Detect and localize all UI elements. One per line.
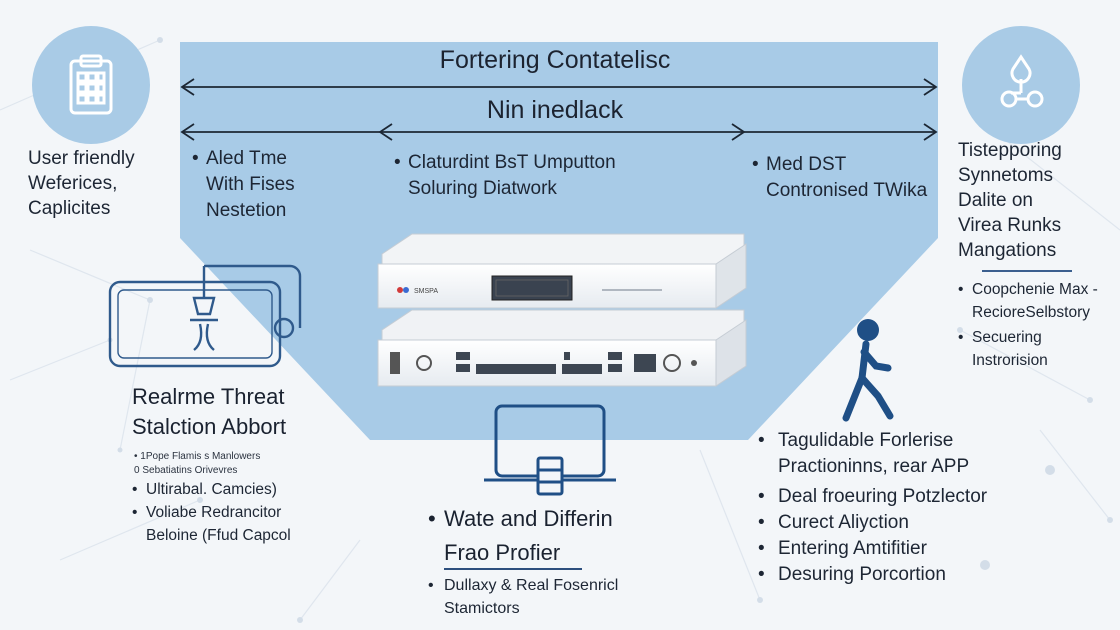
right-bottom-line: Curect Aliyction <box>778 512 909 533</box>
column-right: •Med DST Contronised TWika <box>752 152 937 204</box>
right-bottom-line: Practioninns, rear APP <box>778 456 970 477</box>
column-left-line: Aled Tme <box>206 148 287 169</box>
monitor-hand-icon <box>108 264 302 368</box>
right-small-line: Instrorision <box>972 352 1048 369</box>
center-bottom-heading-line: Wate and Differin <box>444 506 613 531</box>
right-top-line: Synnetoms <box>958 165 1054 186</box>
right-small-line: Coopchenie Max - <box>972 281 1098 298</box>
left-bottom-tiny: • 1Pope Flamis s Manlowers 0 Sebatiatins… <box>134 450 334 478</box>
column-left-line: With Fises <box>206 174 295 195</box>
center-bottom-heading-line: Frao Profier <box>444 540 561 565</box>
tiny-bullet: • <box>134 451 141 462</box>
walking-person-icon <box>842 319 894 422</box>
clipboard-icon <box>32 26 150 144</box>
column-left-line: Nestetion <box>206 200 287 221</box>
left-bottom-heading: Realrme Threat Stalction Abbort <box>132 382 342 442</box>
right-top-line: Virea Runks <box>958 215 1062 236</box>
right-top-line: Mangations <box>958 240 1057 261</box>
diagram-subtitle: Nin inedlack <box>486 96 624 124</box>
right-bottom-line: Desuring Porcortion <box>778 564 946 585</box>
center-bottom-line: Dullaxy & Real Fosenricl <box>444 577 619 594</box>
network-appliance: SMSPA <box>377 233 747 387</box>
left-top-line: Weferices, <box>28 173 118 194</box>
brand-label: SMSPA <box>414 288 438 295</box>
left-bottom-heading-line: Stalction Abbort <box>132 414 287 439</box>
tiny-line: 1Pope Flamis s Manlowers <box>140 451 261 462</box>
center-bottom-list: •Dullaxy & Real Fosenricl Stamictors <box>428 574 688 620</box>
column-middle: •Claturdint BsT Umputton Soluring Diatwo… <box>394 150 694 202</box>
left-bottom-line: Beloine (Ffud Capcol <box>146 527 291 544</box>
left-bottom-heading-line: Realrme Threat <box>132 384 285 409</box>
center-bottom-heading: • Wate and Differin Frao Profier <box>428 504 688 568</box>
segment-arrows <box>180 123 938 141</box>
left-bottom-line: Ultirabal. Camcies) <box>146 481 277 498</box>
right-bottom-line: Deal froeuring Potzlector <box>778 486 988 507</box>
column-right-line: Med DST <box>766 154 847 175</box>
center-bullet: • <box>428 506 436 531</box>
right-top-text: Tistepporing Synnetoms Dalite on Virea R… <box>958 138 1113 263</box>
column-middle-line: Claturdint BsT Umputton <box>408 152 616 173</box>
left-bottom-list: •Ultirabal. Camcies) •Voliabe Redrancito… <box>132 478 352 547</box>
left-top-text: User friendly Weferices, Caplicites <box>28 146 188 221</box>
right-small-line: Secuering <box>972 329 1042 346</box>
right-bottom-list: •Tagulidable Forlerise Practioninns, rea… <box>758 428 998 588</box>
left-top-line: User friendly <box>28 148 135 169</box>
right-top-line: Tistepporing <box>958 140 1062 161</box>
network-node-icon <box>962 26 1080 144</box>
center-divider <box>444 568 582 570</box>
top-arrow <box>180 78 938 96</box>
column-right-line: Contronised TWika <box>766 180 928 201</box>
right-small-list: •Coopchenie Max - RecioreSelbstory •Secu… <box>958 278 1118 372</box>
column-middle-line: Soluring Diatwork <box>408 178 557 199</box>
laptop-icon <box>484 404 616 496</box>
diagram-title: Fortering Contatelisc <box>439 46 671 74</box>
right-bottom-line: Tagulidable Forlerise <box>778 430 954 451</box>
left-top-line: Caplicites <box>28 198 111 219</box>
center-bottom-line: Stamictors <box>444 600 520 617</box>
left-bottom-line: Voliabe Redrancitor <box>146 504 282 521</box>
tiny-line: 0 Sebatiatins Orivevres <box>134 465 238 476</box>
column-left: •Aled Tme With Fises Nestetion <box>192 146 372 224</box>
right-bottom-line: Entering Amtifitier <box>778 538 927 559</box>
right-divider <box>982 270 1072 272</box>
right-small-line: RecioreSelbstory <box>972 304 1091 321</box>
right-top-line: Dalite on <box>958 190 1033 211</box>
